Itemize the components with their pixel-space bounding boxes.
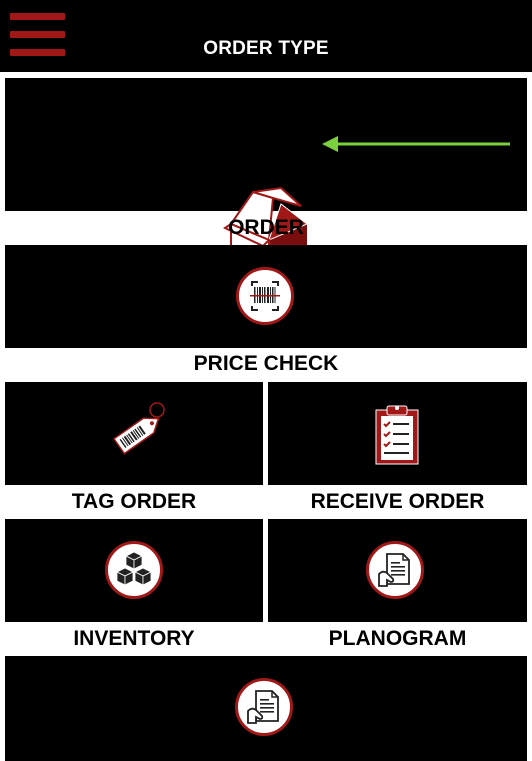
order-label: ORDER [228, 216, 304, 239]
inventory-tile[interactable] [5, 519, 263, 622]
planogram-tile[interactable] [268, 519, 527, 622]
receive-order-label: RECEIVE ORDER [310, 490, 485, 513]
barcode-scan-icon [236, 267, 294, 325]
tag-order-tile[interactable] [5, 382, 263, 485]
clipboard-checklist-icon [375, 405, 419, 465]
order-tile[interactable] [5, 78, 527, 264]
menu-bar [10, 49, 65, 56]
price-check-tile[interactable] [5, 245, 527, 348]
green-arrow-icon [322, 136, 510, 152]
receive-order-tile[interactable] [268, 382, 527, 485]
menu-bar [10, 31, 65, 38]
barcode-tag-icon [112, 402, 165, 455]
app-header: ORDER TYPE [0, 0, 532, 72]
planogram-label: PLANOGRAM [328, 627, 467, 650]
bottom-tile[interactable] [5, 656, 527, 761]
inventory-label: INVENTORY [73, 627, 195, 650]
document-hand-icon [366, 541, 424, 599]
tag-order-label: TAG ORDER [71, 490, 197, 513]
stacked-boxes-icon [105, 541, 163, 599]
menu-bar [10, 13, 65, 20]
document-hand-icon [235, 678, 293, 736]
price-check-label: PRICE CHECK [193, 352, 339, 375]
page-title: ORDER TYPE [203, 38, 329, 59]
hamburger-menu-icon[interactable] [10, 12, 66, 60]
